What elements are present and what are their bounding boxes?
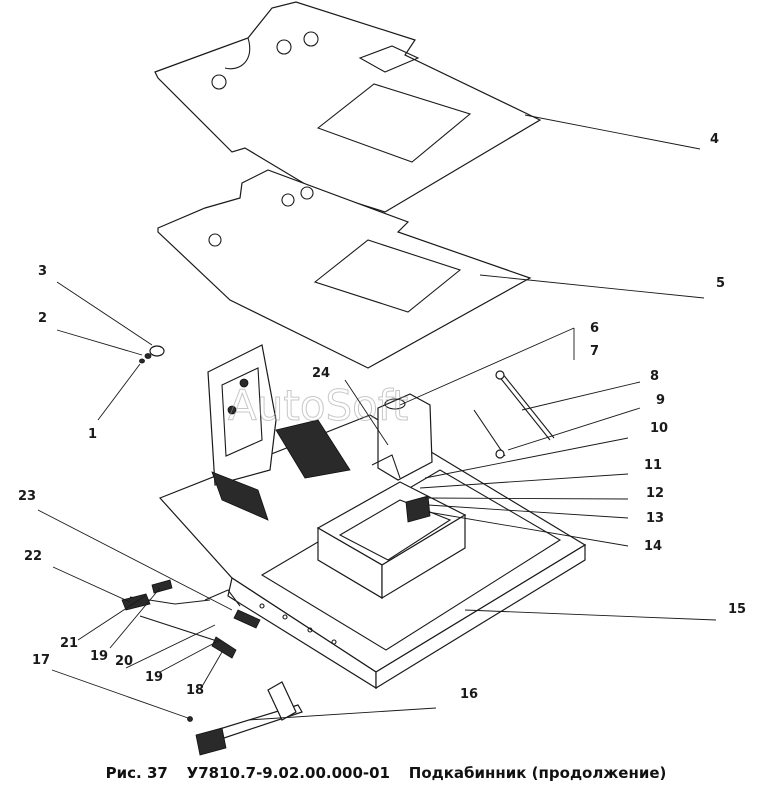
figure-title: Подкабинник (продолжение) bbox=[408, 764, 667, 782]
callout-19a: 19 bbox=[90, 649, 108, 664]
callout-4: 4 bbox=[710, 132, 719, 147]
floor-plate-upper bbox=[154, 1, 542, 213]
floor-plate-lower bbox=[157, 169, 532, 369]
callout-1: 1 bbox=[88, 427, 97, 442]
watermark: AutoSoft bbox=[228, 381, 408, 430]
callout-11: 11 bbox=[644, 458, 662, 473]
callout-19b: 19 bbox=[145, 670, 163, 685]
lever-bracket bbox=[371, 370, 555, 523]
figure-label: Рис. 37 bbox=[105, 764, 168, 782]
screw-washer-set bbox=[139, 345, 165, 364]
callout-20: 20 bbox=[115, 654, 133, 669]
document-number: У7810.7-9.02.00.000-01 bbox=[186, 764, 390, 782]
callout-7: 7 bbox=[590, 344, 599, 359]
callout-13: 13 bbox=[646, 511, 664, 526]
callout-12: 12 bbox=[646, 486, 664, 501]
callout-2: 2 bbox=[38, 311, 47, 326]
callout-17: 17 bbox=[32, 653, 50, 668]
leader-lines bbox=[37, 114, 717, 721]
callout-8: 8 bbox=[650, 369, 659, 384]
callout-14: 14 bbox=[644, 539, 662, 554]
callout-6: 6 bbox=[590, 321, 599, 336]
callout-18: 18 bbox=[186, 683, 204, 698]
callout-22: 22 bbox=[24, 549, 42, 564]
base-frame bbox=[158, 414, 587, 690]
figure-caption: Рис. 37 У7810.7-9.02.00.000-01 Подкабинн… bbox=[0, 764, 772, 782]
shaft-assembly bbox=[187, 681, 303, 756]
callout-21: 21 bbox=[60, 636, 78, 651]
callout-16: 16 bbox=[460, 687, 478, 702]
callout-23: 23 bbox=[18, 489, 36, 504]
callout-5: 5 bbox=[716, 276, 725, 291]
pedal-bracket bbox=[207, 344, 351, 521]
callout-24: 24 bbox=[312, 366, 330, 381]
callout-3: 3 bbox=[38, 264, 47, 279]
callout-10: 10 bbox=[650, 421, 668, 436]
callout-9: 9 bbox=[656, 393, 665, 408]
callout-15: 15 bbox=[728, 602, 746, 617]
callout-labels: 1 2 3 4 5 6 7 8 9 10 11 12 13 14 15 16 1… bbox=[18, 132, 746, 702]
